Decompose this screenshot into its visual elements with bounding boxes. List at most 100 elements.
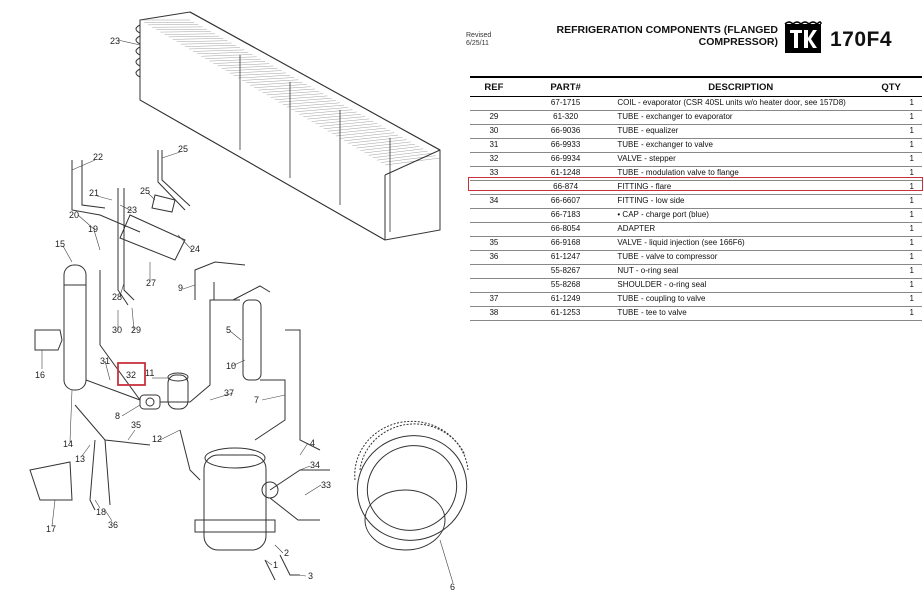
coil-fin-line <box>266 91 320 96</box>
callout-labels: 23 22 25 21 23 25 20 15 19 24 27 28 9 30… <box>35 36 455 592</box>
coil-fin-line <box>384 157 441 166</box>
callout-24: 24 <box>190 244 200 254</box>
coil-fin-line <box>352 139 407 146</box>
cell-qty: 1 <box>868 306 922 321</box>
coil-fin-line <box>368 148 424 156</box>
cell-part: 66-874 <box>517 180 614 195</box>
callout-12: 12 <box>152 434 162 444</box>
cell-part: 67-1715 <box>517 96 614 111</box>
callout-36: 36 <box>108 520 118 530</box>
cell-ref: 32 <box>470 152 518 167</box>
cell-description: SHOULDER - o-ring seal <box>613 278 869 293</box>
cell-description: ADAPTER <box>613 222 869 237</box>
coil-fin-line <box>193 49 245 52</box>
cell-qty: 1 <box>868 110 922 125</box>
callout-10: 10 <box>226 361 236 371</box>
cell-ref: 30 <box>470 124 518 139</box>
coil-fin-line <box>168 35 220 38</box>
callout-16: 16 <box>35 370 45 380</box>
stepper-valve <box>139 394 161 410</box>
cell-ref: 34 <box>470 194 518 209</box>
cell-part: 61-320 <box>517 110 614 125</box>
coil-fin-line <box>348 137 403 144</box>
callout-14: 14 <box>63 439 73 449</box>
cell-part: 66-7183 <box>517 208 614 223</box>
cell-qty: 1 <box>868 124 922 139</box>
coil-fin-line <box>291 104 345 110</box>
cell-description: COIL - evaporator (CSR 40SL units w/o he… <box>613 96 869 111</box>
refrigerant-piping <box>71 150 330 581</box>
callout-23b: 23 <box>127 205 137 215</box>
coil-fin-line <box>278 98 332 103</box>
coil-fin-line <box>217 63 270 67</box>
cell-description: VALVE - stepper <box>613 152 869 167</box>
cell-ref <box>470 96 518 111</box>
callout-34: 34 <box>310 460 320 470</box>
callout-8: 8 <box>115 411 120 421</box>
coil-fin-line <box>233 72 286 76</box>
coil-fin-line <box>160 31 211 33</box>
cell-qty: 1 <box>868 250 922 265</box>
callout-4: 4 <box>310 438 315 448</box>
coil-fin-line <box>299 109 353 115</box>
condenser-coil <box>354 420 469 551</box>
cell-ref <box>470 222 518 237</box>
coil-fin-line <box>307 114 361 120</box>
coil-fin-line <box>282 100 336 105</box>
cell-part: 66-9168 <box>517 236 614 251</box>
coil-fin-line <box>172 38 224 40</box>
callout-28: 28 <box>112 292 122 302</box>
coil-fin-line <box>180 42 232 45</box>
cell-ref <box>470 208 518 223</box>
callout-35: 35 <box>131 420 141 430</box>
coil-fin-line <box>225 68 278 71</box>
cell-part: 55-8268 <box>517 278 614 293</box>
cell-ref: 33 <box>470 166 518 181</box>
sheet-title: REFRIGERATION COMPONENTS (FLANGED COMPRE… <box>526 24 778 48</box>
cell-qty: 1 <box>868 222 922 237</box>
callout-31: 31 <box>100 356 110 366</box>
table-header-row: REF PART# DESCRIPTION QTY <box>470 76 922 97</box>
cell-description: FITTING - flare <box>613 180 869 195</box>
cell-description: TUBE - coupling to valve <box>613 292 869 307</box>
cell-part: 61-1247 <box>517 250 614 265</box>
cell-part: 66-6607 <box>517 194 614 209</box>
callout-37: 37 <box>224 388 234 398</box>
col-header-description: DESCRIPTION <box>613 76 869 97</box>
cell-qty: 1 <box>868 292 922 307</box>
callout-30: 30 <box>112 325 122 335</box>
callout-17: 17 <box>46 524 56 534</box>
callout-1: 1 <box>273 560 278 570</box>
cell-ref: 37 <box>470 292 518 307</box>
callout-33: 33 <box>321 480 331 490</box>
sheet-title-line2: COMPRESSOR) <box>698 36 778 48</box>
sheet-code: 170F4 <box>830 28 893 51</box>
callout-29: 29 <box>131 325 141 335</box>
cell-ref: 36 <box>470 250 518 265</box>
valve-motor <box>167 372 189 410</box>
callout-19: 19 <box>88 224 98 234</box>
callout-25b: 25 <box>140 186 150 196</box>
cell-qty: 1 <box>868 208 922 223</box>
coil-fin-line <box>323 123 378 129</box>
table-row: 66-7183• CAP - charge port (blue)1 <box>470 208 922 223</box>
callout-15: 15 <box>55 239 65 249</box>
coil-fin-line <box>246 79 299 84</box>
callout-11: 11 <box>145 368 154 378</box>
cell-description: • CAP - charge port (blue) <box>613 208 869 223</box>
callout-20: 20 <box>69 210 79 220</box>
cell-ref <box>470 180 518 195</box>
cell-part: 61-1249 <box>517 292 614 307</box>
coil-fin-line <box>209 58 261 62</box>
coil-fin-line <box>221 65 274 69</box>
